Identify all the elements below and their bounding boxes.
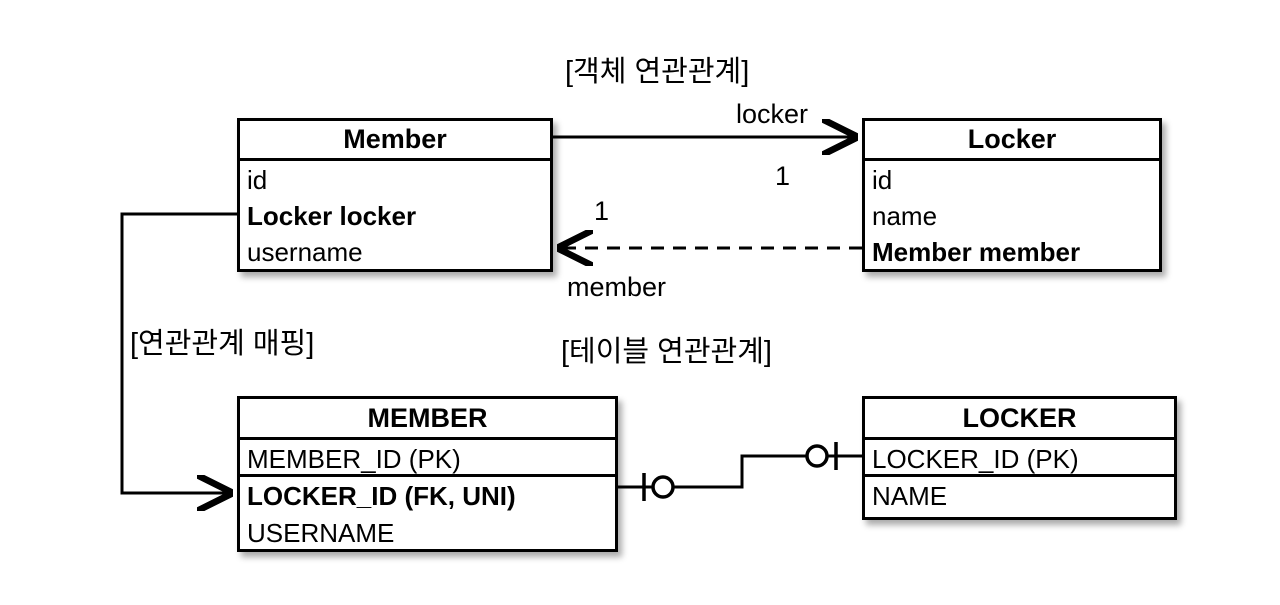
- column-username: USERNAME: [247, 518, 395, 548]
- edge-cardinality-locker: 1: [775, 161, 791, 191]
- edge-label-member: member: [567, 272, 667, 302]
- table-locker[interactable]: LOCKER LOCKER_ID (PK) NAME: [862, 396, 1177, 520]
- edge-label-locker: locker: [736, 99, 809, 129]
- object-relation-title: [객체 연관관계]: [565, 56, 750, 88]
- attribute-name: name: [872, 201, 938, 231]
- table-row: LOCKER_ID (PK): [865, 437, 1174, 474]
- table-row: NAME: [865, 474, 1174, 514]
- entity-member-attributes: id Locker locker username: [240, 158, 550, 269]
- column-name: NAME: [872, 481, 948, 511]
- table-member[interactable]: MEMBER MEMBER_ID (PK) LOCKER_ID (FK, UNI…: [237, 396, 618, 552]
- entity-locker[interactable]: Locker id name Member member: [862, 118, 1162, 272]
- table-relation-title: [테이블 연관관계]: [561, 336, 772, 368]
- attribute-member-member: Member member: [872, 237, 1081, 267]
- attribute-locker-locker: Locker locker: [247, 201, 417, 231]
- entity-member-title: Member: [343, 124, 447, 154]
- entity-locker-title: Locker: [967, 124, 1057, 154]
- mapping-relation-title: [연관관계 매핑]: [130, 328, 315, 360]
- attribute-username: username: [247, 237, 363, 267]
- edge-table-relationship: [618, 442, 862, 501]
- table-row: LOCKER_ID (FK, UNI) USERNAME: [240, 474, 615, 549]
- column-locker-id-pk: LOCKER_ID (PK): [872, 444, 1079, 474]
- right-circle-mark: [805, 444, 829, 468]
- table-locker-title: LOCKER: [962, 403, 1077, 433]
- attribute-id: id: [247, 165, 268, 195]
- column-member-id: MEMBER_ID (PK): [247, 444, 461, 474]
- column-locker-id-fk: LOCKER_ID (FK, UNI): [247, 481, 516, 511]
- entity-locker-attributes: id name Member member: [865, 158, 1159, 269]
- table-member-title: MEMBER: [367, 403, 488, 433]
- table-row: MEMBER_ID (PK): [240, 437, 615, 474]
- left-circle-mark: [651, 475, 675, 499]
- edge-cardinality-member: 1: [594, 196, 610, 226]
- entity-member[interactable]: Member id Locker locker username: [237, 118, 553, 272]
- attribute-id: id: [872, 165, 893, 195]
